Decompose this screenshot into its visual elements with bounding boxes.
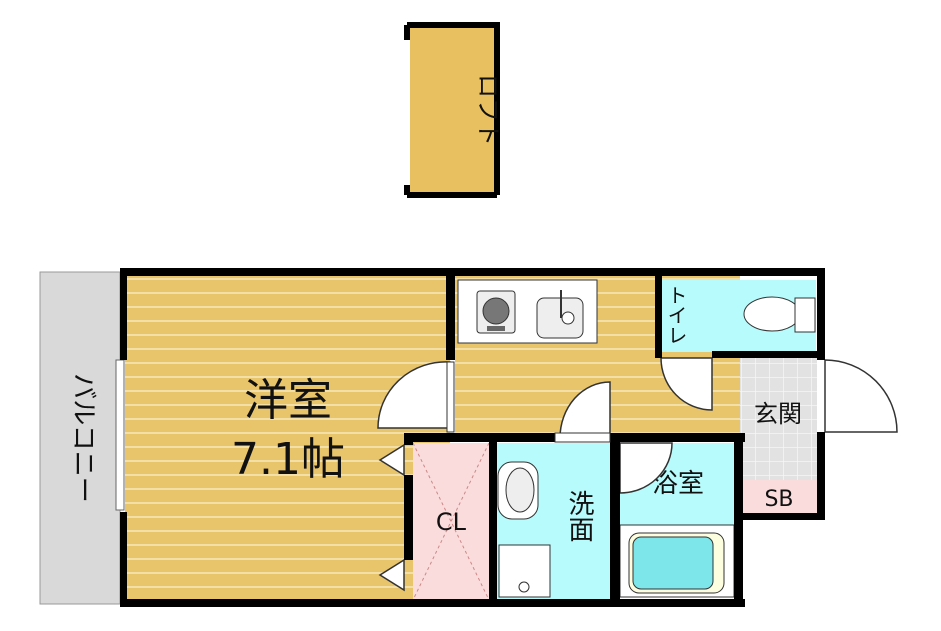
toilet-label: トイレ: [664, 285, 688, 345]
drain-icon: [518, 581, 530, 593]
shoe-box-label: SB: [764, 487, 793, 512]
shoe-box: [742, 480, 817, 513]
loft: ロフト: [404, 22, 502, 198]
closet-label: CL: [436, 508, 467, 536]
door-bathroom[interactable]: [619, 442, 673, 494]
entrance-label: 玄関: [754, 400, 802, 428]
western-room-label: 洋室: [244, 375, 332, 426]
door-entrance[interactable]: [824, 359, 898, 433]
balcony: バルコニー: [39, 271, 125, 605]
washroom: 洗面: [497, 443, 610, 600]
entrance: [740, 358, 817, 480]
western-room-size: 7.1帖: [231, 434, 345, 485]
kitchen-counter: [457, 279, 598, 344]
doors: [377, 357, 898, 592]
balcony-label: バルコニー: [69, 373, 99, 502]
loft-label: ロフト: [474, 74, 502, 146]
door-western-room[interactable]: [377, 361, 451, 429]
closet: CL: [412, 442, 490, 601]
closet-door-top[interactable]: [378, 443, 405, 477]
toilet-room: トイレ: [662, 280, 816, 352]
toilet-icon: [743, 296, 801, 332]
door-toilet[interactable]: [660, 357, 713, 411]
western-room: [125, 275, 450, 600]
closet-door-bottom[interactable]: [378, 558, 405, 592]
washroom-label: 洗面: [564, 490, 594, 542]
